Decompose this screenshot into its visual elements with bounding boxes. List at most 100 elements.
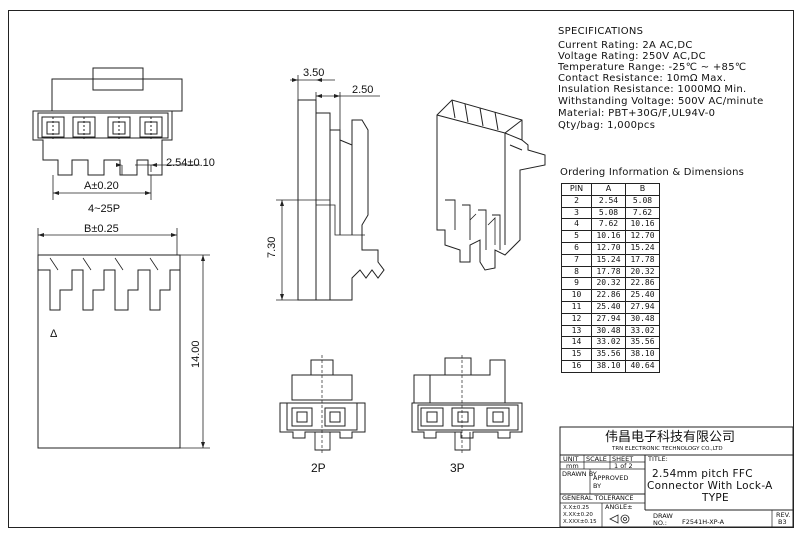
dim-2-50: 2.50: [352, 84, 373, 96]
sheet-label: SHEET: [612, 455, 634, 463]
table-cell: 27.94: [625, 300, 660, 314]
table-cell: 25.40: [625, 289, 660, 302]
rev-label: REV.: [776, 511, 791, 519]
table-cell: 30.48: [591, 324, 626, 338]
table-cell: 12.70: [591, 241, 626, 255]
dim-a: A±0.20: [84, 180, 119, 192]
title-line-1: 2.54mm pitch FFC: [652, 468, 753, 480]
table-cell: 7: [561, 253, 592, 267]
pin1-mark: Δ: [50, 328, 58, 340]
table-cell: 5.08: [625, 194, 660, 208]
col-pin: PIN: [561, 183, 592, 196]
table-cell: 33.02: [625, 324, 660, 338]
spec-line: Material: PBT+30G/F,UL94V-0: [558, 108, 716, 119]
dim-b: B±0.25: [84, 223, 119, 235]
table-cell: 17.78: [591, 265, 626, 279]
title-line-3: TYPE: [702, 492, 729, 504]
approved-by-label: APPROVED: [593, 474, 629, 482]
table-cell: 15.24: [591, 253, 626, 267]
tolerance-2: X.XX±0.20: [563, 512, 593, 518]
front-view-top: [32, 67, 200, 255]
table-cell: 9: [561, 277, 592, 291]
spec-line: Current Rating: 2A AC,DC: [558, 40, 693, 51]
table-cell: 11: [561, 300, 592, 314]
table-cell: 40.64: [625, 359, 660, 373]
table-cell: 25.40: [591, 300, 626, 314]
table-cell: 5.08: [591, 206, 626, 220]
tolerance-1: X.X±0.25: [563, 505, 590, 511]
table-cell: 17.78: [625, 253, 660, 267]
table-cell: 35.56: [591, 348, 626, 361]
title-block-grid: [559, 426, 794, 528]
dim-14-00: 14.00: [190, 340, 202, 368]
unit-label: UNIT: [563, 455, 579, 463]
label-2p: 2P: [311, 461, 326, 475]
table-cell: 20.32: [591, 277, 626, 291]
title-line-2: Connector With Lock-A: [647, 480, 773, 492]
drawn-by-label: DRAWN BY: [562, 470, 597, 478]
table-cell: 12.70: [625, 230, 660, 243]
table-cell: 16: [561, 359, 592, 373]
label-3p: 3P: [450, 461, 465, 475]
tolerance-3: X.XXX±0.15: [563, 519, 597, 525]
table-cell: 33.02: [591, 336, 626, 350]
spec-line: Qty/bag: 1,000pcs: [558, 120, 656, 131]
dim-pitch: 2.54±0.10: [166, 157, 215, 169]
dimension-arrows: [38, 78, 340, 448]
table-cell: 5: [561, 230, 592, 243]
table-cell: 35.56: [625, 336, 660, 350]
scale-label: SCALE: [586, 455, 607, 463]
table-cell: 4: [561, 218, 592, 232]
table-cell: 2.54: [591, 194, 626, 208]
isometric-view: [436, 99, 546, 271]
unit-value: mm: [566, 462, 579, 470]
view-3p: [411, 355, 523, 455]
dim-7-30: 7.30: [266, 237, 278, 258]
table-cell: 15: [561, 348, 592, 361]
sheet-value: 1 of 2: [614, 462, 633, 470]
table-cell: 7.62: [625, 206, 660, 220]
drawing-border: [8, 10, 794, 528]
table-cell: 30.48: [625, 312, 660, 326]
table-cell: 8: [561, 265, 592, 279]
table-cell: 27.94: [591, 312, 626, 326]
dim-3-50: 3.50: [303, 67, 324, 79]
table-cell: 15.24: [625, 241, 660, 255]
table-cell: 10: [561, 289, 592, 302]
table-cell: 38.10: [625, 348, 660, 361]
company-name-cn: 伟昌电子科技有限公司: [605, 430, 736, 445]
table-cell: 2: [561, 194, 592, 208]
table-cell: 22.86: [591, 289, 626, 302]
rev-value: B3: [778, 518, 787, 526]
table-cell: 12: [561, 312, 592, 326]
table-cell: 10.16: [625, 218, 660, 232]
draw-label: DRAW: [653, 512, 673, 520]
title-label: TITLE:: [648, 455, 668, 463]
table-header-row: PIN A B: [561, 183, 660, 196]
view-2p: [279, 355, 366, 455]
bottom-view: [37, 254, 210, 449]
general-tolerance-label: GENERAL TOLERANCE: [562, 494, 634, 502]
angle-label: ANGLE±: [605, 503, 633, 511]
table-cell: 14: [561, 336, 592, 350]
table-cell: 22.86: [625, 277, 660, 291]
drawing-no-label: NO.:: [653, 519, 667, 527]
spec-line: Withstanding Voltage: 500V AC/minute: [558, 96, 764, 107]
col-a: A: [591, 183, 626, 196]
dim-pin-range: 4~25P: [88, 203, 120, 215]
table-cell: 13: [561, 324, 592, 338]
spec-line: Temperature Range: -25℃ ~ +85℃: [558, 62, 747, 73]
